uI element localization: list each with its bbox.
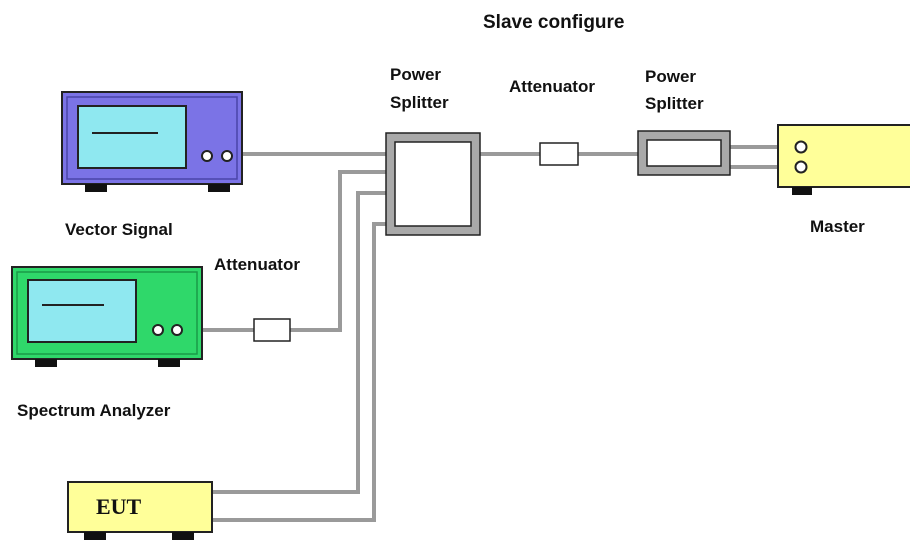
attenuator-top-label: Attenuator [509,77,595,96]
eut-foot-right [172,532,194,540]
spectrum-analyzer-foot-left [35,359,57,367]
power-splitter-1-inner [394,141,472,227]
eut-foot-left [84,532,106,540]
power-splitter-1-label-line2: Splitter [390,93,449,112]
master-body [777,124,910,188]
spectrum-analyzer-screen [27,279,137,343]
power-splitter-2-inner [646,139,722,167]
vector-signal-screen [77,105,187,169]
power-splitter-2-label-line1: Power [645,67,696,86]
attenuator-left-label: Attenuator [214,255,300,274]
spectrum-analyzer-foot-right [158,359,180,367]
cable-eut-to-splitter-2 [212,222,386,522]
eut-device: EUT [67,481,213,540]
spectrum-analyzer-label: Spectrum Analyzer [17,401,171,420]
spectrum-analyzer-port-2 [171,324,183,336]
vector-signal-label: Vector Signal [65,220,173,239]
vector-signal-generator [61,91,243,192]
power-splitter-2 [637,130,731,176]
vector-signal-port-1 [201,150,213,162]
power-splitter-1-label-line1: Power [390,65,441,84]
attenuator-top [539,142,579,166]
cables [183,145,795,522]
eut-body [67,481,213,533]
eut-label: EUT [96,494,142,519]
master-port-1 [794,140,808,154]
diagram-title: Slave configure [483,12,625,33]
attenuator-left [253,318,291,342]
master-port-2 [794,160,808,174]
spectrum-analyzer-port-1 [152,324,164,336]
vector-signal-foot-left [85,184,107,192]
vector-signal-foot-right [208,184,230,192]
master-foot-left [792,187,812,195]
vector-signal-port-2 [221,150,233,162]
spectrum-analyzer-bezel [16,271,198,355]
cable-attenuator-to-splitter [290,170,386,332]
master-device [777,124,910,195]
master-label: Master [810,217,865,236]
vector-signal-bezel [66,96,238,180]
cable-eut-to-splitter-1 [212,191,386,494]
power-splitter-2-label-line2: Splitter [645,94,704,113]
spectrum-analyzer [11,266,203,367]
power-splitter-1 [385,132,481,236]
